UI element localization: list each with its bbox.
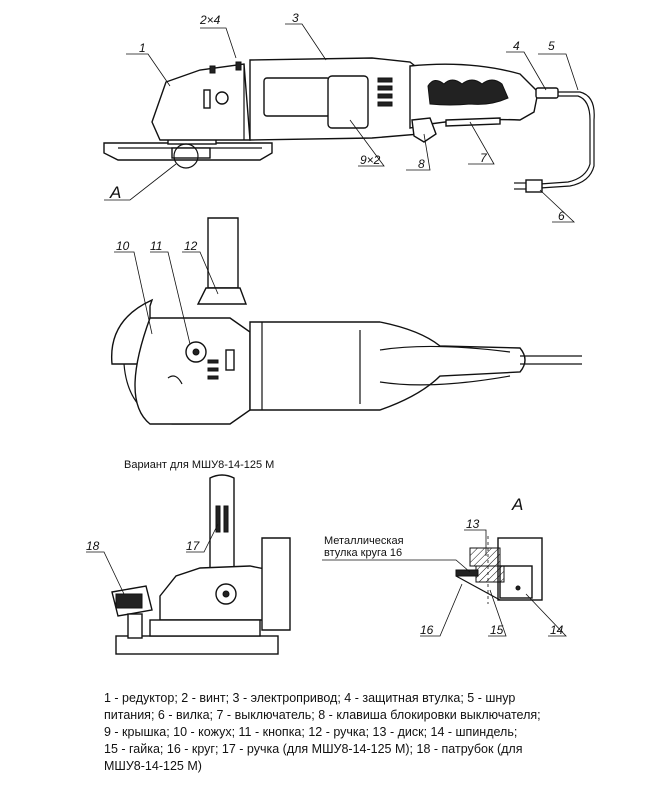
- label-16: 16: [420, 623, 434, 637]
- label-a-detail: А: [511, 495, 523, 514]
- grinder-top-view: [110, 217, 582, 425]
- detail-a-section: [455, 536, 543, 604]
- label-13: 13: [466, 517, 480, 531]
- label-7: 7: [480, 151, 488, 165]
- label-5: 5: [548, 39, 555, 53]
- detail-caption-line1: Металлическая: [324, 535, 404, 547]
- label-4: 4: [513, 39, 520, 53]
- label-2x4: 2×4: [199, 13, 221, 27]
- label-8: 8: [418, 157, 425, 171]
- label-9x2: 9×2: [360, 153, 381, 167]
- label-12: 12: [184, 239, 198, 253]
- label-14: 14: [550, 623, 564, 637]
- grinder-side-view: [103, 57, 595, 193]
- label-11: 11: [150, 239, 162, 253]
- variant-caption: Вариант для МШУ8-14-125 М: [124, 459, 274, 471]
- legend-line: 9 - крышка; 10 - кожух; 11 - кнопка; 12 …: [104, 725, 518, 739]
- label-3: 3: [292, 11, 299, 25]
- legend-line: 15 - гайка; 16 - круг; 17 - ручка (для М…: [104, 742, 523, 756]
- grinder-variant-view: [111, 474, 291, 655]
- label-17: 17: [186, 539, 201, 553]
- label-18: 18: [86, 539, 100, 553]
- label-10: 10: [116, 239, 130, 253]
- legend-line: МШУ8-14-125 М): [104, 759, 202, 773]
- label-15: 15: [490, 623, 504, 637]
- legend-line: 1 - редуктор; 2 - винт; 3 - электроприво…: [104, 691, 516, 705]
- leader-lines: [86, 23, 579, 637]
- detail-caption-line2: втулка круга 16: [324, 547, 402, 559]
- label-6: 6: [558, 209, 565, 223]
- parts-legend: 1 - редуктор; 2 - винт; 3 - электроприво…: [104, 690, 594, 775]
- label-1: 1: [139, 41, 146, 55]
- callout-labels: 1 2×4 3 4 5 6 7 8 9×2 А 10 11 12 17 18 А…: [86, 11, 565, 637]
- label-a-top: А: [109, 183, 121, 202]
- legend-line: питания; 6 - вилка; 7 - выключатель; 8 -…: [104, 708, 541, 722]
